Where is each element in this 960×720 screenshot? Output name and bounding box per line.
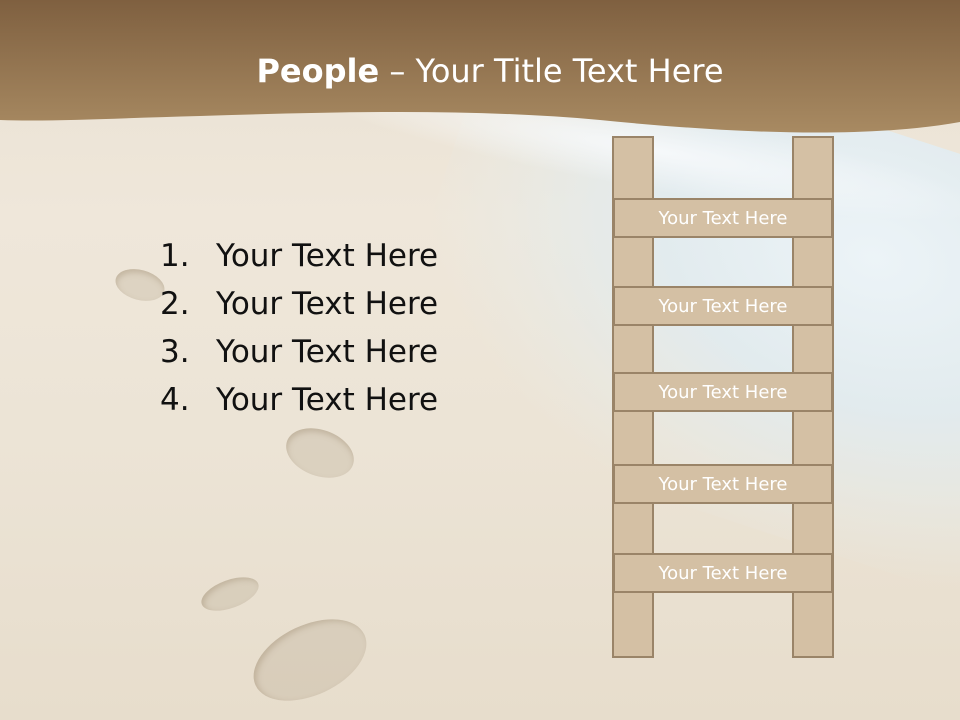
- title-rest-part: – Your Title Text Here: [379, 52, 724, 90]
- list-text: Your Text Here: [216, 334, 439, 370]
- list-number: 1.: [160, 238, 190, 274]
- ladder-step-text: Your Text Here: [658, 381, 788, 403]
- list-item: 4. Your Text Here: [160, 376, 438, 424]
- ladder-step: Your Text Here: [613, 553, 833, 593]
- title-banner: [0, 0, 960, 133]
- ladder-step: Your Text Here: [613, 464, 833, 504]
- list-number: 2.: [160, 286, 190, 322]
- ladder-step-text: Your Text Here: [658, 473, 788, 495]
- list-item: 1. Your Text Here: [160, 232, 438, 280]
- title-bold-part: People: [256, 52, 380, 90]
- footprint: [240, 602, 380, 718]
- slide-title: People – Your Title Text Here: [0, 52, 960, 90]
- ladder-step: Your Text Here: [613, 198, 833, 238]
- list-item: 2. Your Text Here: [160, 280, 438, 328]
- footprint: [197, 570, 263, 618]
- ladder-step: Your Text Here: [613, 286, 833, 326]
- ladder-step-text: Your Text Here: [658, 295, 788, 317]
- list-text: Your Text Here: [216, 286, 439, 322]
- ladder-step-text: Your Text Here: [658, 562, 788, 584]
- list-text: Your Text Here: [216, 382, 439, 418]
- ladder-step: Your Text Here: [613, 372, 833, 412]
- list-item: 3. Your Text Here: [160, 328, 438, 376]
- list-number: 3.: [160, 334, 190, 370]
- list-number: 4.: [160, 382, 190, 418]
- ladder-step-text: Your Text Here: [658, 207, 788, 229]
- numbered-list: 1. Your Text Here 2. Your Text Here 3. Your…: [160, 232, 438, 424]
- footprint: [279, 419, 361, 487]
- list-text: Your Text Here: [216, 238, 439, 274]
